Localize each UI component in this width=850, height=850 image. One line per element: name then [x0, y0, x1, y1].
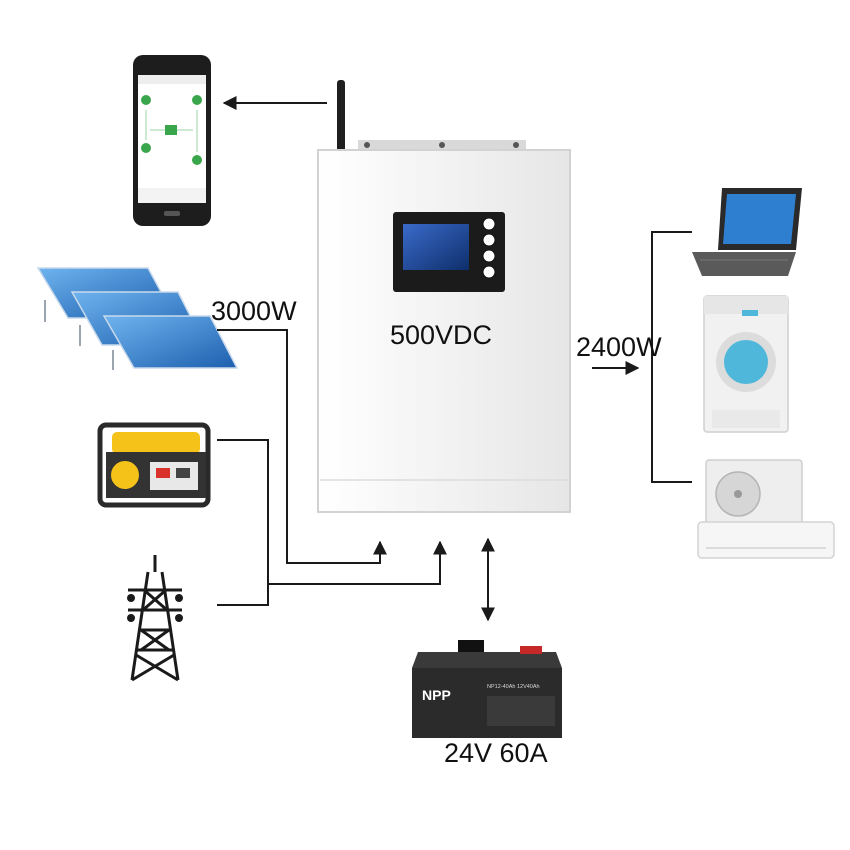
- pv-voltage-label: 500VDC: [390, 320, 493, 350]
- power-tower-icon: [127, 555, 183, 682]
- battery-icon: NPP NP12-40Ah 12V40Ah: [412, 640, 562, 738]
- connection-lines: [217, 231, 692, 622]
- generator-line: [217, 439, 269, 606]
- inverter-icon: [317, 80, 571, 513]
- battery-model: NP12-40Ah 12V40Ah: [487, 684, 540, 690]
- laptop-icon: [692, 188, 802, 276]
- grid-line: [268, 540, 447, 585]
- pv-power-label: 3000W: [211, 296, 297, 326]
- washing-machine-icon: [703, 295, 789, 433]
- battery-brand: NPP: [422, 687, 451, 703]
- battery-spec-label: 24V 60A: [444, 738, 548, 768]
- smartphone-app-icon: [133, 55, 211, 226]
- air-conditioner-icon: [697, 459, 835, 559]
- output-power-label: 2400W: [576, 332, 662, 362]
- generator-icon: [97, 422, 211, 508]
- solar-panels-icon: [36, 267, 239, 370]
- solar-line: [217, 329, 387, 564]
- output-bus: [651, 231, 692, 483]
